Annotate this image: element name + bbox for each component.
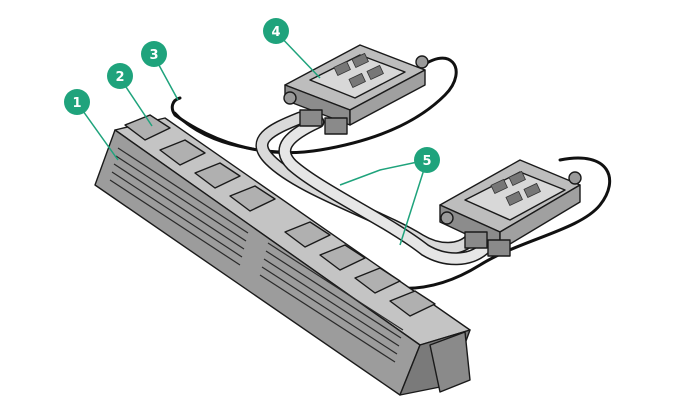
callout-3: 3 [141,41,167,67]
callout-2: 2 [107,63,133,89]
callout-4: 4 [263,18,289,44]
callout-5-label: 5 [422,154,431,169]
callout-3-label: 3 [149,48,158,63]
processor-module-lower [439,159,582,257]
callout-5: 5 [414,147,440,173]
callout-1-label: 1 [72,96,81,111]
callout-4-label: 4 [271,25,280,40]
leader-5a [339,159,428,186]
leader-5b [399,159,428,246]
coolant-tubes [255,111,492,266]
callout-1: 1 [64,89,90,115]
processor-module-upper [283,44,429,135]
drive-cage [94,114,471,396]
callout-2-label: 2 [115,70,124,85]
leader-1 [77,103,119,161]
